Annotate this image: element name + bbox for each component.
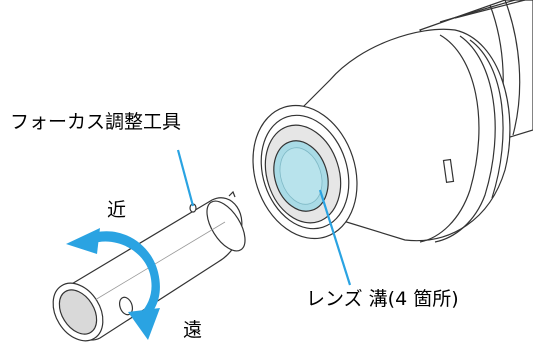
focus-tool-rear-end	[206, 200, 246, 252]
lens-barrel	[252, 0, 533, 243]
arrow-head-far	[128, 308, 160, 340]
rotation-arrow	[66, 228, 160, 340]
rotation-arc	[85, 231, 160, 320]
lens-front-ring	[260, 114, 350, 230]
near-label: 近	[107, 199, 127, 221]
lens-side-tab	[442, 158, 455, 183]
lens-groove-label: レンズ 溝(4 箇所)	[306, 288, 459, 310]
tool-label: フォーカス調整工具	[10, 111, 182, 133]
far-label: 遠	[183, 319, 203, 341]
focus-tool-opening	[58, 289, 98, 335]
focus-tool-hole	[118, 296, 134, 316]
lens-glass-inner	[279, 147, 323, 205]
tool-leader-line	[176, 149, 195, 207]
arrow-head-near	[66, 228, 100, 254]
groove-leader-line	[318, 189, 352, 286]
